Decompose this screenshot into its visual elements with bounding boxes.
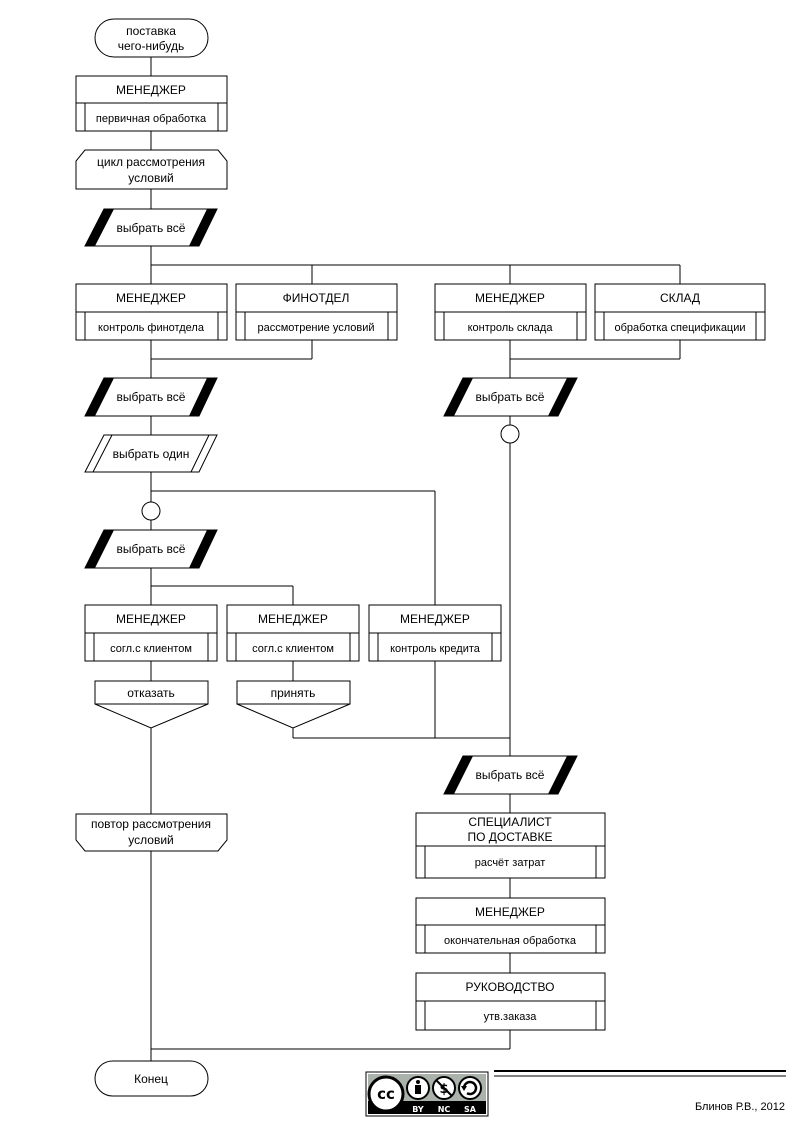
process-action: обработка спецификации xyxy=(614,322,745,334)
process-finance-control: МЕНЕДЖЕР контроль финотдела xyxy=(75,283,228,341)
cc-logo-text: cc xyxy=(377,1085,395,1103)
process-warehouse-control: МЕНЕДЖЕР контроль склада xyxy=(434,283,587,341)
outcome-refuse-label: отказать xyxy=(127,686,175,700)
select-all-block-2: выбрать всё xyxy=(84,377,218,417)
process-role: МЕНЕДЖЕР xyxy=(116,612,186,626)
process-agree-client-2: МЕНЕДЖЕР согл.с клиентом xyxy=(226,604,360,662)
select-all-block-5: выбрать всё xyxy=(443,755,578,795)
process-action: рассмотрение условий xyxy=(257,322,374,334)
select-all-block-3: выбрать всё xyxy=(443,377,578,417)
select-all-label: выбрать всё xyxy=(117,390,186,404)
outcome-refuse: отказать xyxy=(94,680,209,729)
select-all-block-4: выбрать всё xyxy=(84,529,218,569)
select-all-label: выбрать всё xyxy=(117,542,186,556)
loop-start-line1: цикл рассмотрения xyxy=(97,155,205,169)
select-one-block: выбрать один xyxy=(84,434,218,473)
process-action: первичная обработка xyxy=(96,113,207,125)
license-sa: SA xyxy=(464,1105,477,1114)
process-action: окончательная обработка xyxy=(444,935,577,947)
process-warehouse-spec: СКЛАД обработка спецификации xyxy=(594,283,766,341)
start-terminal: поставка чего-нибудь xyxy=(94,18,209,58)
connectors xyxy=(150,57,681,1061)
start-label-line1: поставка xyxy=(126,24,176,38)
select-one-label: выбрать один xyxy=(113,447,190,461)
share-alike-icon xyxy=(458,1076,482,1100)
process-role: МЕНЕДЖЕР xyxy=(116,291,186,305)
process-delivery-cost: СПЕЦИАЛИСТ ПО ДОСТАВКЕ расчёт затрат xyxy=(415,812,606,879)
svg-text:$: $ xyxy=(439,1082,448,1097)
select-all-block-1: выбрать всё xyxy=(84,208,218,247)
process-action: согл.с клиентом xyxy=(110,643,192,655)
end-label: Конец xyxy=(134,1072,168,1086)
process-role: МЕНЕДЖЕР xyxy=(116,83,186,97)
process-final: МЕНЕДЖЕР окончательная обработка xyxy=(415,897,606,954)
license-by: BY xyxy=(412,1105,424,1114)
process-role: ФИНОТДЕЛ xyxy=(283,291,350,305)
process-action: контроль склада xyxy=(468,322,554,334)
process-role: МЕНЕДЖЕР xyxy=(400,612,470,626)
footer-rule xyxy=(494,1070,786,1077)
select-all-label: выбрать всё xyxy=(117,221,186,235)
junction-circle xyxy=(141,501,161,521)
loop-end-line2: условий xyxy=(128,833,173,847)
cc-license-badge: cc $ BY NC SA xyxy=(365,1071,489,1117)
process-action: утв.заказа xyxy=(484,1011,538,1023)
process-role-line2: ПО ДОСТАВКЕ xyxy=(468,830,553,844)
end-terminal: Конец xyxy=(94,1060,209,1097)
loop-start-line2: условий xyxy=(128,171,173,185)
loop-end-line1: повтор рассмотрения xyxy=(91,817,211,831)
process-role: МЕНЕДЖЕР xyxy=(258,612,328,626)
process-role-line1: СПЕЦИАЛИСТ xyxy=(468,815,552,829)
process-approve: РУКОВОДСТВО утв.заказа xyxy=(415,972,606,1031)
process-credit-control: МЕНЕДЖЕР контроль кредита xyxy=(368,604,502,662)
select-all-label: выбрать всё xyxy=(476,768,545,782)
process-role: РУКОВОДСТВО xyxy=(466,980,555,994)
process-role: СКЛАД xyxy=(660,291,700,305)
junction-circle xyxy=(500,424,520,444)
author-credit: Блинов Р.В., 2012 xyxy=(695,1101,785,1113)
outcome-accept-label: принять xyxy=(271,686,316,700)
cc-logo-icon xyxy=(367,1075,405,1113)
process-action: расчёт затрат xyxy=(475,857,546,869)
select-all-label: выбрать всё xyxy=(476,390,545,404)
process-agree-client-1: МЕНЕДЖЕР согл.с клиентом xyxy=(84,604,218,662)
license-nc: NC xyxy=(438,1105,451,1114)
process-finance-conditions: ФИНОТДЕЛ рассмотрение условий xyxy=(235,283,398,341)
process-role: МЕНЕДЖЕР xyxy=(475,905,545,919)
start-label-line2: чего-нибудь xyxy=(118,39,185,53)
process-initial: МЕНЕДЖЕР первичная обработка xyxy=(75,75,228,132)
process-role: МЕНЕДЖЕР xyxy=(475,291,545,305)
outcome-accept: принять xyxy=(236,680,351,729)
loop-start: цикл рассмотрения условий xyxy=(75,149,228,190)
process-action: согл.с клиентом xyxy=(252,643,334,655)
loop-end: повтор рассмотрения условий xyxy=(75,813,228,852)
process-action: контроль кредита xyxy=(390,643,481,655)
process-action: контроль финотдела xyxy=(98,322,205,334)
